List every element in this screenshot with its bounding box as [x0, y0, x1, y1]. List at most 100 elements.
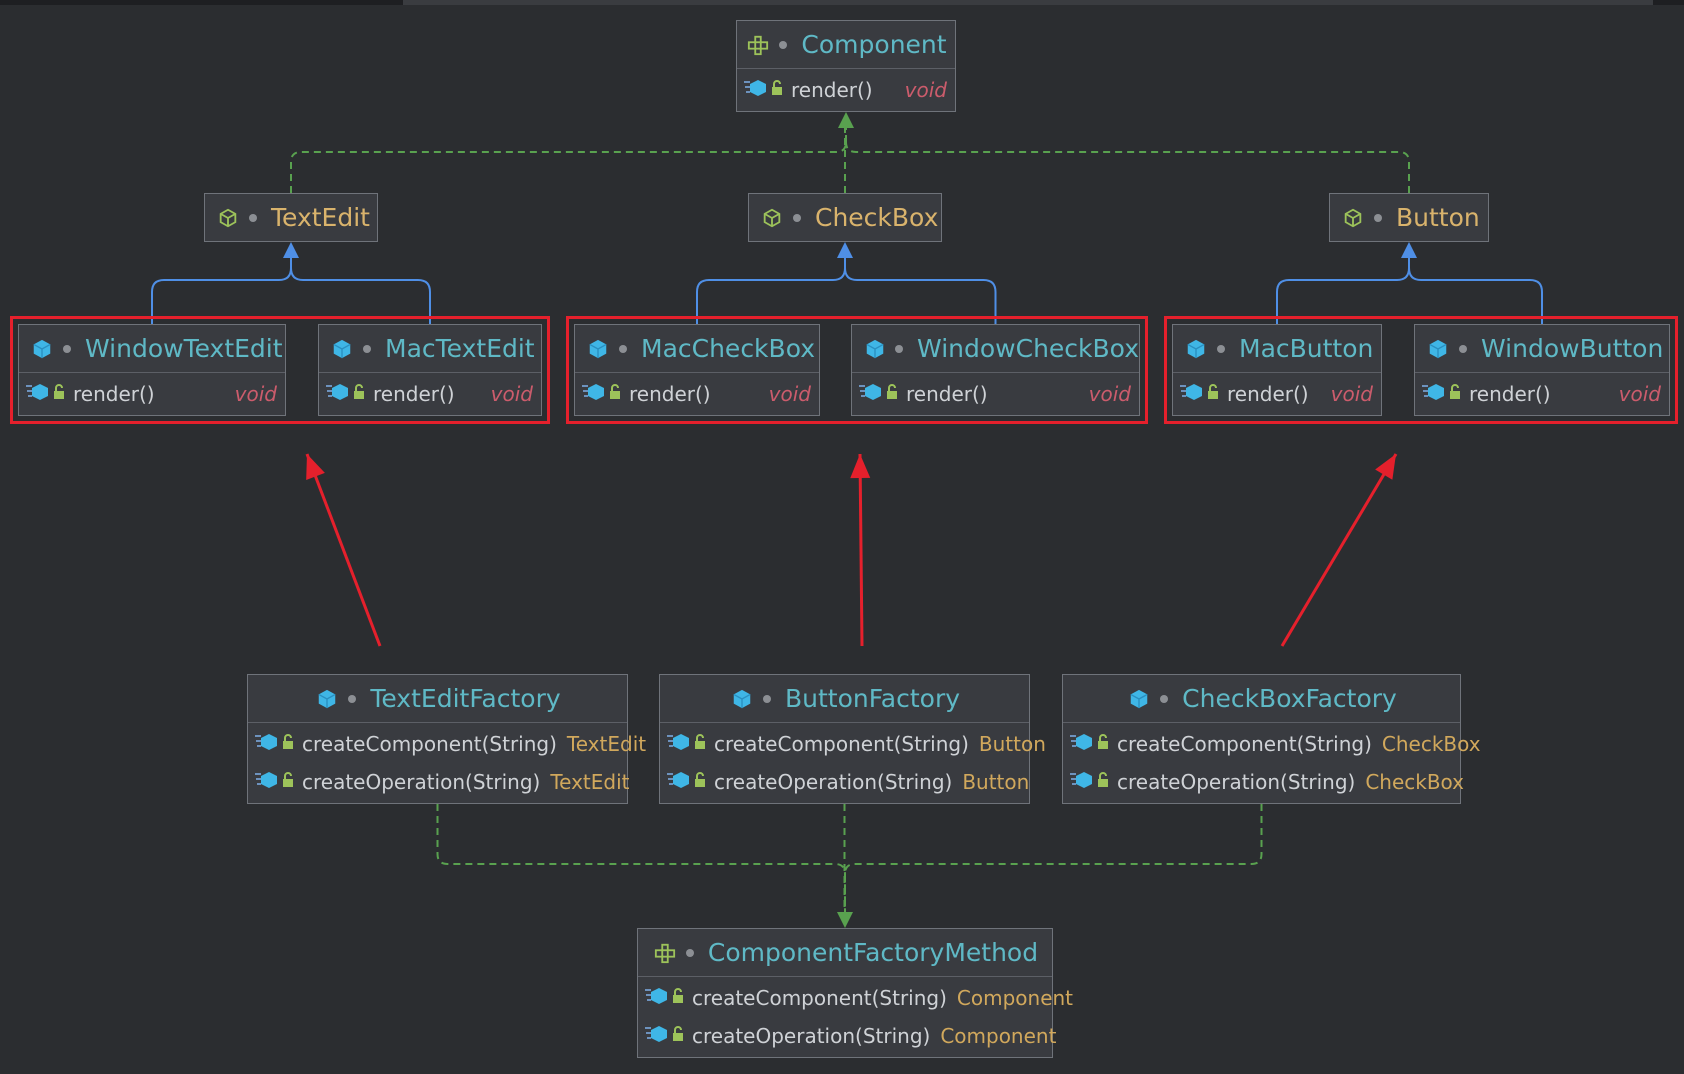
class-icon	[1126, 686, 1152, 712]
method-icon	[1069, 770, 1095, 794]
public-lock-icon	[51, 383, 69, 405]
highlight-box	[566, 316, 1148, 424]
member-name: createComponent(String)	[302, 732, 557, 756]
class-icon	[29, 336, 55, 362]
method-icon	[254, 770, 280, 794]
member-row[interactable]: createComponent(String)CheckBox	[1063, 725, 1481, 763]
node-title: TextEdit	[271, 203, 370, 232]
member-row[interactable]: createOperation(String)Component	[638, 1017, 1056, 1055]
visibility-dot-icon	[619, 344, 627, 353]
member-row[interactable]: createOperation(String)Button	[660, 763, 1029, 801]
extends-arrowhead	[1401, 242, 1417, 258]
abstract-class-icon	[759, 205, 785, 231]
scrollbar-track[interactable]	[0, 0, 1684, 5]
member-row[interactable]: createComponent(String)Component	[638, 979, 1073, 1017]
member-name: render()	[629, 382, 711, 406]
public-lock-icon	[1205, 383, 1223, 405]
visibility-dot-icon	[895, 344, 904, 353]
visibility-dot-icon	[363, 344, 371, 353]
uml-node-texteditfactory[interactable]: TextEditFactory createComponent(String) Te…	[247, 674, 646, 804]
visibility-dot-icon	[1459, 344, 1467, 353]
public-lock-icon	[607, 383, 625, 405]
member-row[interactable]: render()void	[19, 375, 285, 413]
member-return-type: void	[1088, 382, 1131, 406]
member-icons	[743, 78, 791, 102]
public-lock-icon	[692, 733, 710, 755]
node-header: ComponentFactoryMethod	[638, 929, 1052, 976]
extends-edge	[1408, 258, 1543, 324]
visibility-dot-icon	[348, 694, 357, 703]
uml-node-windowtextedit[interactable]: WindowTextEdit render()void	[18, 324, 286, 416]
member-icons	[1069, 732, 1117, 756]
member-icons	[666, 770, 714, 794]
uml-node-windowbutton[interactable]: WindowButton render()void	[1414, 324, 1670, 416]
member-icons	[325, 382, 373, 406]
extends-edge	[844, 258, 997, 324]
member-row[interactable]: render()void	[575, 375, 819, 413]
member-row[interactable]: createOperation(String)TextEdit	[248, 763, 630, 801]
member-name: render()	[791, 78, 873, 102]
member-row[interactable]: render()void	[1415, 375, 1669, 413]
implements-arrowhead	[837, 912, 853, 928]
member-row[interactable]: createComponent(String)Button	[660, 725, 1046, 763]
public-lock-icon	[670, 1025, 688, 1047]
member-list: createComponent(String) TextEdit createOpe…	[248, 722, 646, 803]
member-row[interactable]: render()void	[1173, 375, 1381, 413]
extends-arrowhead	[283, 242, 299, 258]
uml-node-textedit[interactable]: TextEdit	[204, 193, 378, 242]
extends-arrowhead	[837, 242, 853, 258]
member-row[interactable]: render()void	[319, 375, 541, 413]
visibility-dot-icon	[762, 694, 771, 703]
node-header: MacCheckBox	[575, 325, 819, 372]
member-return-type: void	[904, 78, 947, 102]
node-title: WindowTextEdit	[85, 334, 283, 363]
member-icons	[1421, 382, 1469, 406]
uml-node-checkbox[interactable]: CheckBox	[748, 193, 942, 242]
node-title: WindowCheckBox	[917, 334, 1139, 363]
interface-icon	[652, 940, 678, 966]
node-title: WindowButton	[1481, 334, 1664, 363]
class-icon	[314, 686, 340, 712]
extends-edge	[696, 258, 846, 324]
scrollbar-thumb[interactable]	[403, 0, 1653, 5]
interface-icon	[745, 32, 771, 58]
member-row[interactable]: createComponent(String) TextEdit	[248, 725, 646, 763]
highlight-box	[1164, 316, 1678, 424]
node-title: ButtonFactory	[784, 684, 961, 713]
node-header: TextEditFactory	[248, 675, 627, 722]
implements-arrowhead	[838, 112, 854, 128]
member-row[interactable]: createOperation(String)CheckBox	[1063, 763, 1464, 801]
uml-node-windowcheckbox[interactable]: WindowCheckBox render()void	[851, 324, 1140, 416]
implements-edge	[290, 141, 847, 193]
annotation-arrowhead	[1375, 454, 1396, 480]
member-icons	[581, 382, 629, 406]
member-name: createOperation(String)	[714, 770, 953, 794]
public-lock-icon	[670, 987, 688, 1009]
node-title: MacButton	[1239, 334, 1374, 363]
member-list: render()void	[575, 372, 819, 415]
member-name: createComponent(String)	[714, 732, 969, 756]
uml-node-buttonfactory[interactable]: ButtonFactory createComponent(String)Butt…	[659, 674, 1046, 804]
member-row[interactable]: render()void	[852, 375, 1139, 413]
extends-edge	[151, 258, 292, 324]
annotation-arrow	[305, 453, 382, 647]
member-return-type: TextEdit	[566, 732, 647, 756]
uml-node-macbutton[interactable]: MacButton render()void	[1172, 324, 1382, 416]
member-return-type: Component	[956, 986, 1074, 1010]
annotation-arrow	[1280, 453, 1398, 647]
visibility-dot-icon	[793, 213, 801, 222]
member-name: render()	[1227, 382, 1309, 406]
member-icons	[644, 986, 692, 1010]
uml-node-button[interactable]: Button	[1329, 193, 1489, 242]
method-icon	[325, 382, 351, 406]
implements-edge	[436, 804, 846, 912]
member-row[interactable]: render() void	[737, 71, 955, 109]
method-icon	[858, 382, 884, 406]
